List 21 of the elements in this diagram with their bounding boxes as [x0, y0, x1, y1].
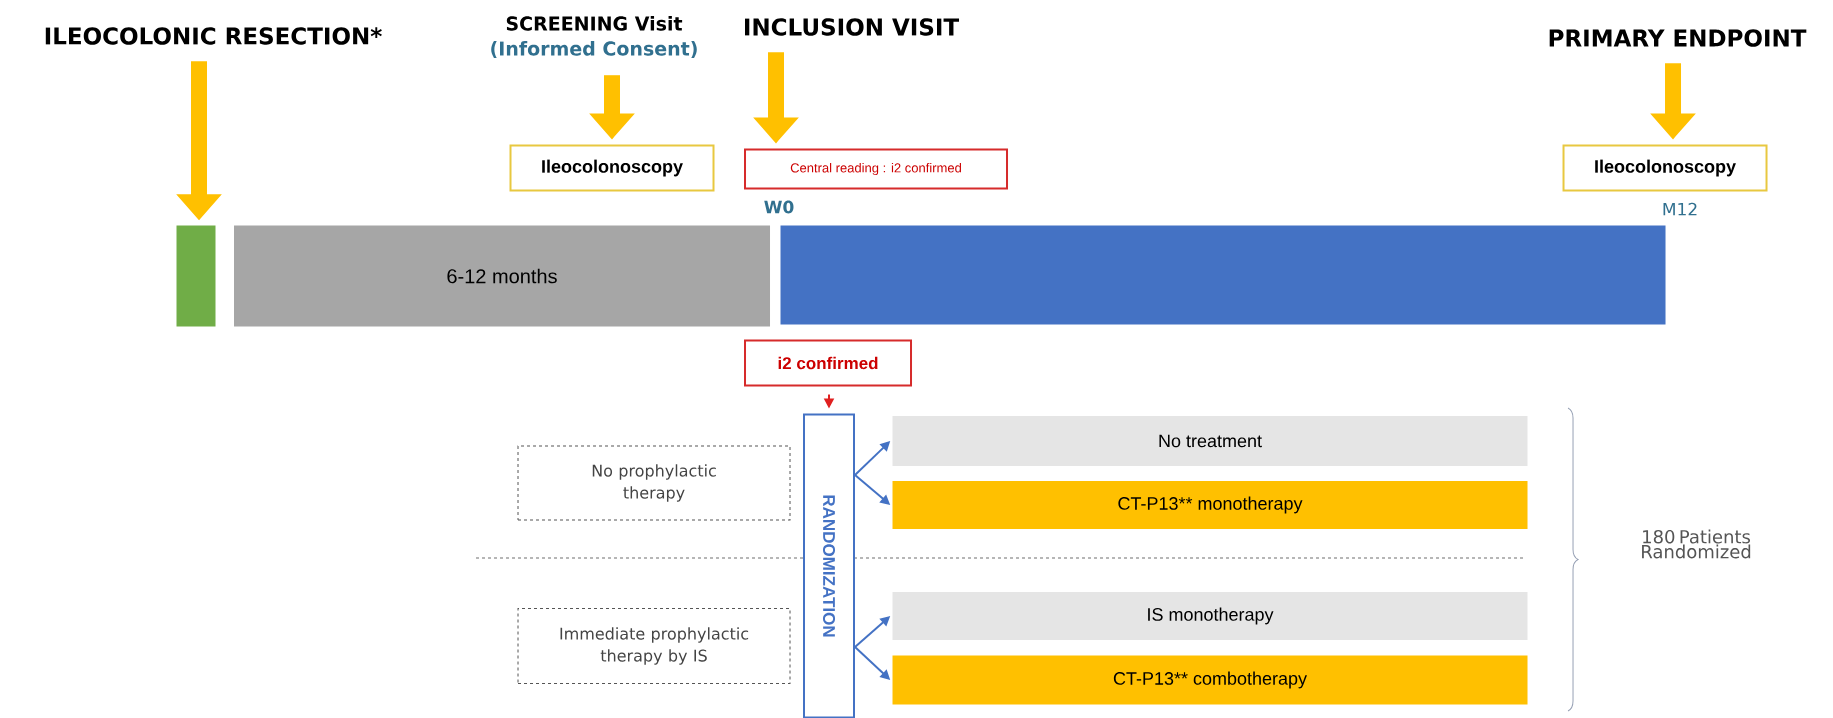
heading: PRIMARY ENDPOINT: [1549, 29, 1807, 47]
month-label: M12: [1663, 202, 1697, 216]
exam-box: Ileocolonoscopy: [1562, 144, 1768, 192]
timeline-bar: [780, 225, 1666, 325]
arm-bar: CT-P13** monotherapy: [892, 481, 1528, 529]
heading: INCLUSION VISIT: [745, 18, 959, 36]
note-box: Immediate prophylactic therapy by IS: [517, 608, 791, 684]
arm-bar: No treatment: [892, 416, 1528, 466]
heading: SCREENING Visit (Informed Consent): [491, 16, 697, 58]
arm-bar: IS monotherapy: [892, 592, 1528, 640]
exam-box: Ileocolonoscopy: [509, 144, 715, 192]
timeline-bar: 6-12 months: [234, 225, 770, 327]
week-label: W0: [764, 200, 794, 214]
heading: ILEOCOLONIC RESECTION*: [45, 27, 382, 45]
arm-bar: CT-P13** combotherapy: [892, 655, 1528, 705]
reading-box: Central reading : i2 confirmed: [744, 148, 1008, 190]
note-box: No prophylactic therapy: [517, 445, 791, 521]
randomization-box: RANDOMIZATION: [803, 413, 855, 718]
patient-count: 180 Patients Randomized: [1642, 529, 1751, 559]
timeline-bar: [176, 225, 216, 327]
confirmation-box: i2 confirmed: [744, 339, 912, 387]
